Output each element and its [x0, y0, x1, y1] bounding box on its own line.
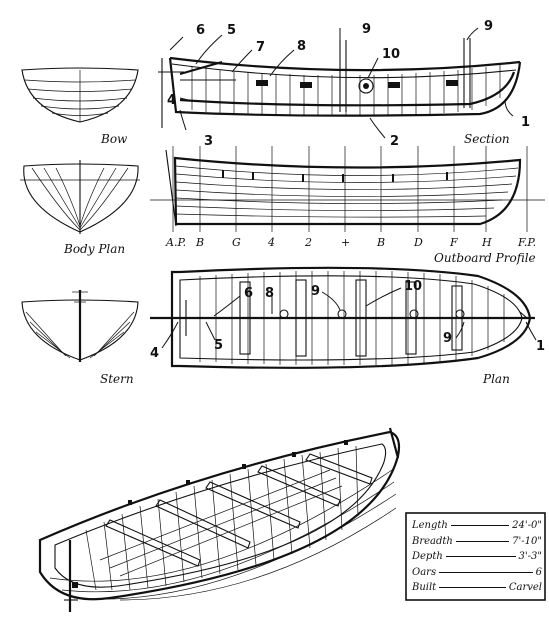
stern-label: Stern [100, 372, 134, 386]
plan-callout-1: 1 [536, 339, 545, 354]
bow-view: Bow [21, 67, 139, 146]
spec-row-depth: Depth 3'-3" [412, 551, 542, 562]
plan-label: Plan [482, 372, 510, 386]
section-callout-1: 1 [521, 115, 530, 130]
station-label-fp: F.P. [517, 236, 536, 249]
section-callout-5: 5 [227, 23, 236, 38]
spec-row-length: Length 24'-0" [412, 520, 542, 531]
section-callout-4: 4 [167, 93, 176, 108]
plan-callout-10: 10 [404, 279, 422, 294]
outboard-profile-view: A.P. B G 4 2 + B D F H F.P. Outboard Pro… [150, 146, 545, 265]
section-callout-2: 2 [390, 134, 399, 149]
section-callout-9a: 9 [362, 22, 371, 37]
section-callout-3: 3 [204, 134, 213, 149]
section-view: 6 5 7 8 9 10 9 4 3 2 1 Section [158, 19, 530, 149]
station-label-4: 4 [267, 236, 275, 249]
plan-callout-9a: 9 [311, 284, 320, 299]
plan-callout-6: 6 [244, 286, 253, 301]
station-label-ap: A.P. [165, 236, 186, 249]
perspective-view [38, 427, 401, 612]
station-label-g: G [232, 236, 241, 249]
section-label: Section [464, 132, 510, 146]
body-plan-view: Body Plan [20, 160, 140, 256]
specs-text: Length 24'-0" Breadth 7'-10" Depth 3'-3"… [412, 518, 542, 596]
section-callout-8: 8 [297, 39, 306, 54]
spec-row-breadth: Breadth 7'-10" [412, 535, 542, 547]
station-label-2: 2 [304, 236, 312, 249]
station-label-b2: B [376, 236, 385, 249]
station-label-b1: B [195, 236, 204, 249]
plan-view: 6 8 9 10 5 4 9 1 Plan [150, 266, 545, 386]
station-label-f: F [449, 236, 458, 249]
spec-row-oars: Oars 6 [412, 566, 542, 578]
section-callout-10: 10 [382, 47, 400, 62]
station-label-h: H [481, 236, 492, 249]
plan-callout-9b: 9 [443, 331, 452, 346]
outboard-profile-label: Outboard Profile [434, 251, 536, 265]
station-label-d: D [413, 236, 423, 249]
body-plan-label: Body Plan [63, 242, 125, 256]
plan-callout-8: 8 [265, 286, 274, 301]
section-callout-9b: 9 [484, 19, 493, 34]
plan-callout-4: 4 [150, 346, 159, 361]
spec-row-built: Built Carvel [412, 582, 542, 593]
section-callout-6: 6 [196, 23, 205, 38]
station-label-midship: + [341, 236, 350, 249]
stern-view: Stern [21, 290, 139, 386]
section-callout-7: 7 [256, 40, 265, 55]
bow-label: Bow [100, 132, 128, 146]
plan-callout-5: 5 [214, 338, 223, 353]
